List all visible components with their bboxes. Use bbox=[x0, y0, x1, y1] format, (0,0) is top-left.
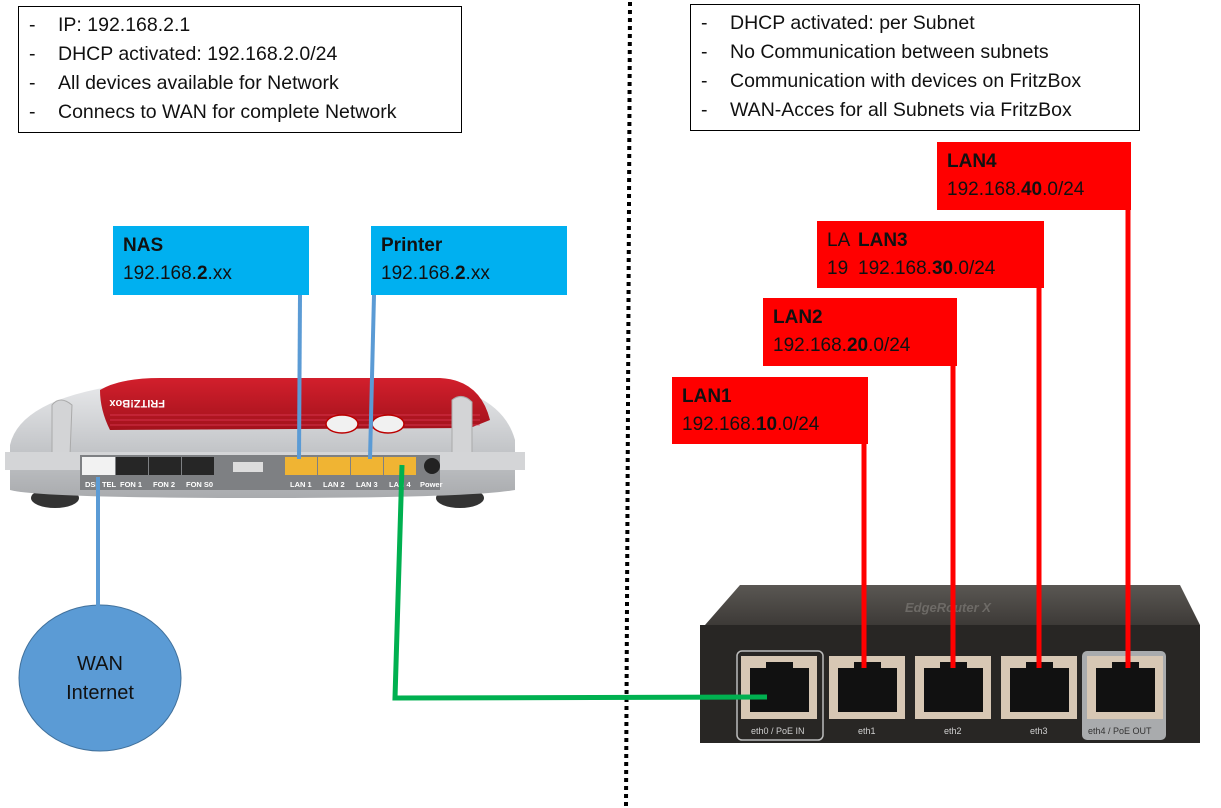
svg-text:Power: Power bbox=[420, 480, 443, 489]
cable-nas bbox=[297, 294, 302, 460]
cable-printer bbox=[368, 294, 376, 460]
note-item: -WAN-Acces for all Subnets via FritzBox bbox=[701, 99, 1072, 121]
cable-uplink bbox=[392, 464, 768, 701]
lan4-label: LAN4 192.168.40.0/24 bbox=[937, 142, 1131, 210]
port-eth2: eth2 bbox=[944, 726, 962, 736]
wan-line1: WAN bbox=[77, 653, 123, 675]
note-item: -All devices available for Network bbox=[29, 72, 339, 94]
port-eth4: eth4 / PoE OUT bbox=[1088, 726, 1152, 736]
svg-text:DSL TEL: DSL TEL bbox=[85, 480, 117, 489]
divider-line bbox=[624, 1, 632, 807]
svg-text:FON S0: FON S0 bbox=[186, 480, 213, 489]
svg-text:FON 2: FON 2 bbox=[153, 480, 175, 489]
edgerouter-x: EdgeRouter X eth0 / PoE IN eth1 eth2 eth… bbox=[700, 585, 1200, 743]
edgerouter-notes: -DHCP activated: per Subnet -No Communic… bbox=[690, 4, 1140, 131]
note-item: -IP: 192.168.2.1 bbox=[29, 14, 191, 36]
svg-text:LAN 3: LAN 3 bbox=[356, 480, 378, 489]
wan-line2: Internet bbox=[66, 682, 134, 704]
note-item: -DHCP activated: 192.168.2.0/24 bbox=[29, 43, 338, 65]
note-item: -Communication with devices on FritzBox bbox=[701, 70, 1082, 92]
lan2-label: LAN2 192.168.20.0/24 bbox=[763, 298, 957, 366]
note-item: -Connecs to WAN for complete Network bbox=[29, 101, 397, 123]
port-eth0: eth0 / PoE IN bbox=[751, 726, 805, 736]
note-item: -No Communication between subnets bbox=[701, 41, 1049, 63]
fritzbox-notes: -IP: 192.168.2.1 -DHCP activated: 192.16… bbox=[18, 6, 462, 133]
printer-label: Printer 192.168.2.xx bbox=[371, 226, 567, 295]
wan-label: WAN Internet bbox=[20, 650, 180, 708]
port-eth3: eth3 bbox=[1030, 726, 1048, 736]
fritzbox-router: FRITZ!Box DSL TEL FON 1 FON 2 FON S0 LAN… bbox=[5, 378, 525, 508]
nas-label: NAS 192.168.2.xx bbox=[113, 226, 309, 295]
svg-text:LAN 2: LAN 2 bbox=[323, 480, 345, 489]
note-item: -DHCP activated: per Subnet bbox=[701, 12, 975, 34]
port-eth1: eth1 bbox=[858, 726, 876, 736]
svg-text:LAN 1: LAN 1 bbox=[290, 480, 312, 489]
fritzbox-brand: FRITZ!Box bbox=[109, 397, 165, 409]
edgerouter-brand: EdgeRouter X bbox=[905, 600, 992, 615]
svg-text:FON 1: FON 1 bbox=[120, 480, 142, 489]
lan1-label: LAN1 192.168.10.0/24 bbox=[672, 377, 868, 444]
